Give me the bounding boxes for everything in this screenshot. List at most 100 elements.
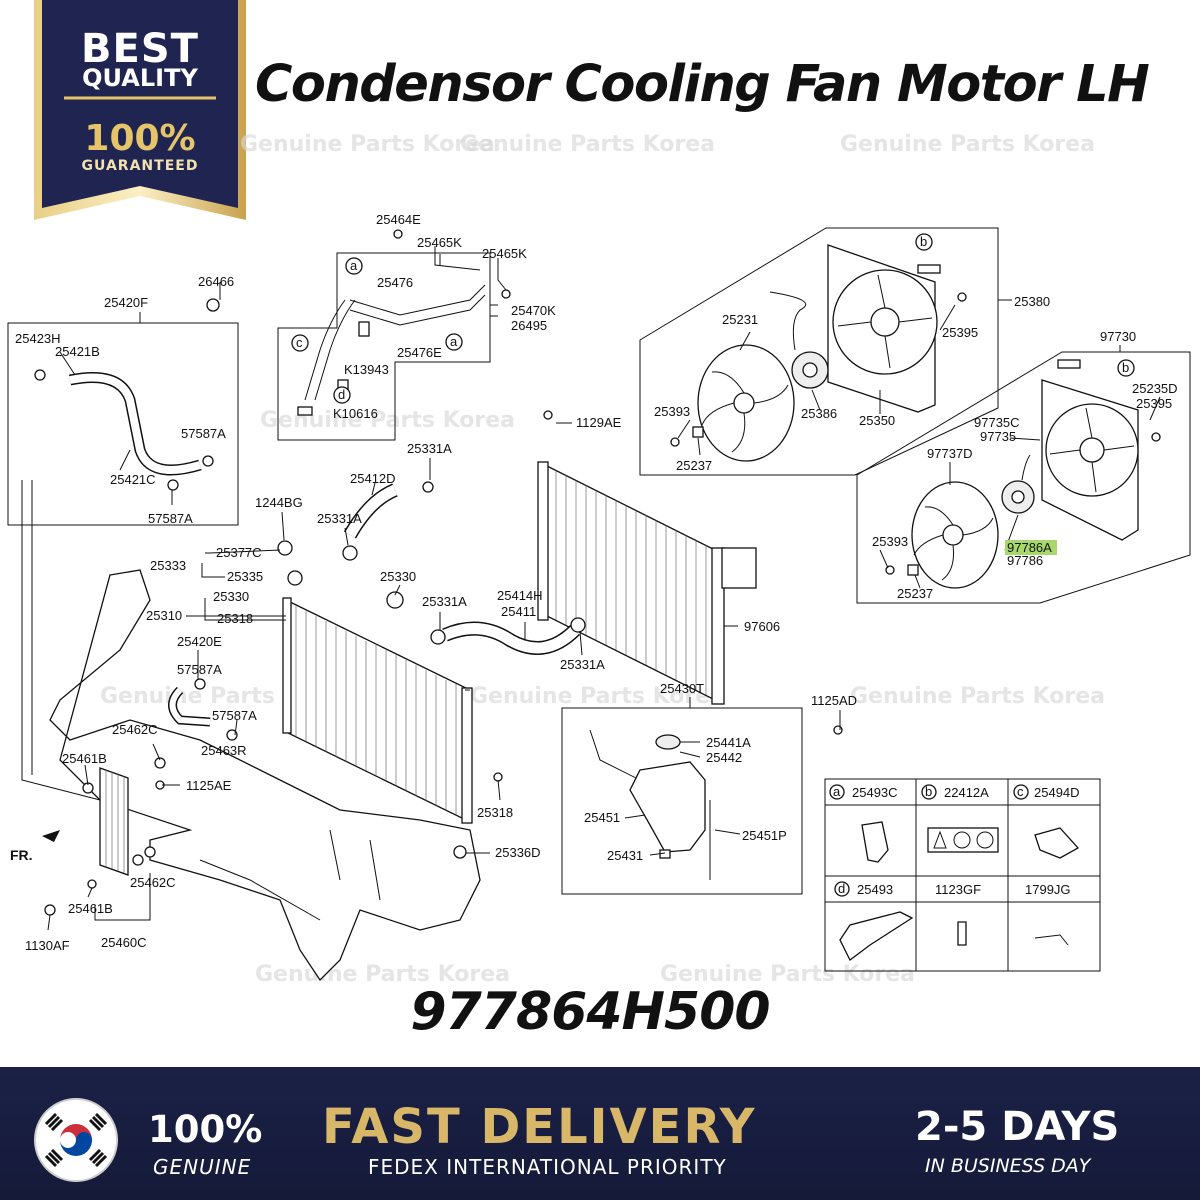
label-25395: 25395 (942, 325, 978, 340)
legend-table (824, 778, 1101, 972)
label-57587A: 57587A (177, 662, 222, 677)
label-25465K: 25465K (417, 235, 462, 250)
label-25462C: 25462C (112, 722, 158, 737)
label-97735: 97735 (980, 429, 1016, 444)
oil-cooler (99, 767, 129, 876)
label-97606: 97606 (744, 619, 780, 634)
label-25318: 25318 (217, 611, 253, 626)
fan-blade-97737D (911, 481, 999, 589)
label-25330: 25330 (380, 569, 416, 584)
genuine-label: GENUINE (153, 1155, 252, 1179)
fan-shroud-25350 (827, 244, 938, 413)
label-25461B: 25461B (68, 901, 113, 916)
label-25335: 25335 (227, 569, 263, 584)
coolant-reservoir (629, 734, 706, 853)
legend-callout-a: a (833, 784, 841, 799)
label-25393: 25393 (654, 404, 690, 419)
label-57587A: 57587A (181, 426, 226, 441)
label-57587A: 57587A (212, 708, 257, 723)
genuine-percent: 100% (148, 1108, 263, 1151)
group-box-25420F (7, 322, 239, 526)
badge-percent: 100% (84, 118, 196, 159)
label-25476E: 25476E (397, 345, 442, 360)
korea-flag-icon (34, 1098, 118, 1182)
label-1125AE: 1125AE (186, 778, 232, 793)
watermark: Genuine Parts Korea (470, 684, 725, 709)
callout-b: b (1122, 360, 1129, 375)
label-25235D: 25235D (1132, 381, 1178, 396)
label-25414H: 25414H (497, 588, 543, 603)
badge-guaranteed: GUARANTEED (81, 158, 199, 174)
delivery-days: 2-5 DAYS (915, 1104, 1120, 1150)
callout-a: a (350, 258, 358, 273)
watermark: Genuine Parts Korea (840, 132, 1095, 157)
label-25430T: 25430T (660, 681, 704, 696)
fan-shroud-97735 (1041, 379, 1139, 541)
legend-code-d: 25493 (857, 882, 893, 897)
leader-lines (47, 246, 1161, 931)
group-box-25430T (561, 707, 803, 895)
label-25231: 25231 (722, 312, 758, 327)
page-title: Condensor Cooling Fan Motor LH (255, 55, 1150, 114)
label-FR: FR. (10, 847, 33, 863)
label-25464E: 25464E (376, 212, 421, 227)
label-97737D: 97737D (927, 446, 973, 461)
badge-quality: QUALITY (82, 64, 198, 92)
fast-delivery-heading: FAST DELIVERY (322, 1099, 757, 1155)
label-25350: 25350 (859, 413, 895, 428)
label-25393: 25393 (872, 534, 908, 549)
legend-code-b: 22412A (944, 785, 989, 800)
callout-a: a (450, 334, 458, 349)
label-25237: 25237 (676, 458, 712, 473)
label-25463R: 25463R (201, 743, 247, 758)
label-57587A: 57587A (148, 511, 193, 526)
label-25460C: 25460C (101, 935, 147, 950)
business-day-label: IN BUSINESS DAY (925, 1155, 1091, 1177)
label-25310: 25310 (146, 608, 182, 623)
legend-callout-c: c (1017, 784, 1024, 799)
label-25476: 25476 (377, 275, 413, 290)
label-25331A: 25331A (407, 441, 452, 456)
label-25420E: 25420E (177, 634, 222, 649)
label-1129AE: 1129AE (576, 415, 622, 430)
label-25237: 25237 (897, 586, 933, 601)
label-25380: 25380 (1014, 294, 1050, 309)
label-25421C: 25421C (110, 472, 156, 487)
highlight-97786A (1005, 540, 1057, 555)
label-1130AF: 1130AF (25, 938, 70, 953)
hardware (34, 229, 1161, 916)
legend-callout-d: d (838, 881, 845, 896)
fan-motor-97786 (1001, 454, 1035, 514)
label-1125AD: 1125AD (811, 693, 857, 708)
label-1244BG: 1244BG (255, 495, 303, 510)
watermark: Genuine Parts Korea (240, 132, 495, 157)
group-box-97730 (856, 351, 1191, 604)
label-25431: 25431 (607, 848, 643, 863)
front-arrow-icon (42, 830, 60, 842)
fan-blade-25231 (697, 344, 795, 462)
label-25336D: 25336D (495, 845, 541, 860)
label-25318: 25318 (477, 805, 513, 820)
watermark: Genuine Parts Korea (460, 132, 715, 157)
label-25331A: 25331A (317, 511, 362, 526)
part-labels: 25464E 25465K 25465K 26466 25420F 25476 … (10, 212, 1178, 953)
legend-callout-b: b (925, 784, 932, 799)
label-97786: 97786 (1007, 553, 1043, 568)
callout-c: c (296, 335, 303, 350)
label-25395: 25395 (1136, 396, 1172, 411)
label-K10616: K10616 (333, 406, 378, 421)
watermark: Genuine Parts Korea (660, 962, 915, 987)
label-25412D: 25412D (350, 471, 396, 486)
label-25441A: 25441A (706, 735, 751, 750)
legend-code-e: 1123GF (935, 882, 981, 897)
label-25451P: 25451P (742, 828, 787, 843)
label-25420F: 25420F (104, 295, 148, 310)
label-25377C: 25377C (216, 545, 262, 560)
radiator (282, 597, 473, 824)
label-K13943: K13943 (344, 362, 389, 377)
footer-banner (0, 1067, 1200, 1200)
label-25386: 25386 (801, 406, 837, 421)
label-25442: 25442 (706, 750, 742, 765)
label-25465K: 25465K (482, 246, 527, 261)
label-25331A: 25331A (560, 657, 605, 672)
